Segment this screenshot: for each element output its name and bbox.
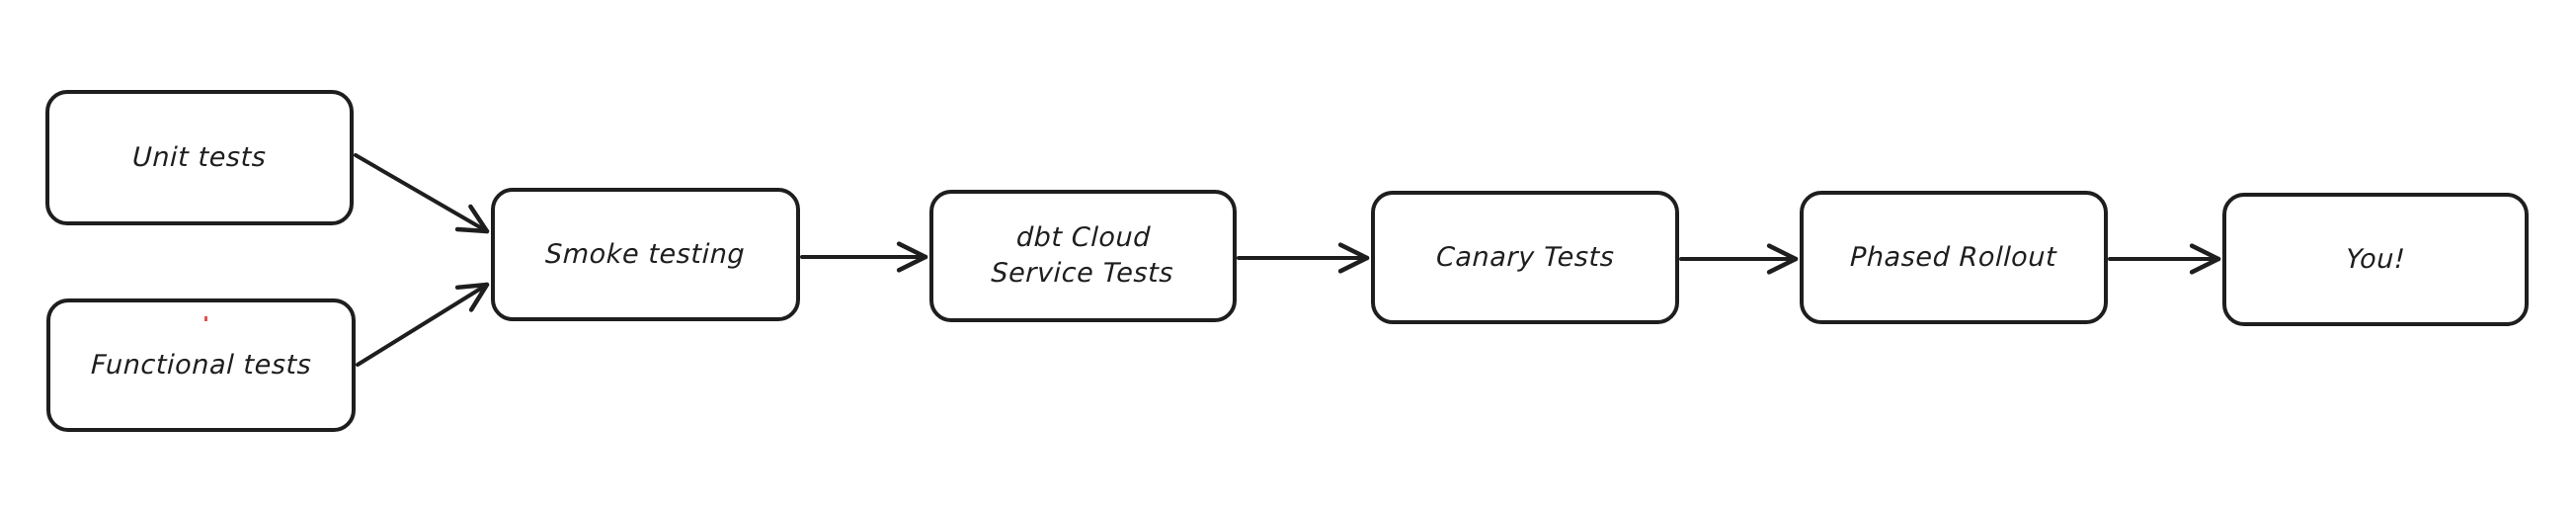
- node-label-phased-rollout: Phased Rollout: [1849, 241, 2058, 273]
- edge-canary-to-phased: [1679, 243, 1799, 275]
- node-canary-tests[interactable]: Canary Tests: [1371, 191, 1679, 324]
- arrowhead-stroke: [2189, 243, 2221, 262]
- node-label-dbt-cloud-service-tests: dbt Cloud Service Tests: [991, 222, 1174, 289]
- edge-dbt-to-canary: [1237, 242, 1370, 274]
- node-label-unit-tests: Unit tests: [131, 141, 268, 173]
- arrowhead-stroke: [468, 204, 490, 234]
- arrowhead-stroke: [454, 282, 490, 291]
- edge-phased-to-you: [2108, 243, 2221, 275]
- edge-unit-to-smoke: [354, 153, 490, 234]
- node-phased-rollout[interactable]: Phased Rollout: [1800, 191, 2108, 324]
- node-dbt-cloud-service-tests[interactable]: dbt Cloud Service Tests: [929, 190, 1237, 322]
- arrowhead-stroke: [896, 241, 928, 260]
- arrowhead-stroke: [1766, 256, 1799, 275]
- node-label-smoke-testing: Smoke testing: [544, 238, 747, 270]
- arrowhead-stroke: [1337, 242, 1370, 261]
- node-label-canary-tests: Canary Tests: [1435, 241, 1615, 273]
- arrowhead-stroke: [454, 226, 490, 234]
- arrowhead-stroke: [1766, 243, 1799, 262]
- node-unit-tests[interactable]: Unit tests: [45, 90, 354, 225]
- node-you[interactable]: You!: [2222, 193, 2529, 326]
- node-label-functional-tests: Functional tests: [90, 349, 312, 381]
- edge-functional-to-smoke: [356, 282, 490, 367]
- node-label-you: You!: [2345, 243, 2406, 275]
- arrowhead-stroke: [1337, 255, 1370, 274]
- edge-smoke-to-dbt: [800, 241, 928, 273]
- node-smoke-testing[interactable]: Smoke testing: [491, 188, 800, 321]
- node-functional-tests[interactable]: Functional tests: [46, 298, 356, 432]
- arrowhead-stroke: [896, 254, 928, 273]
- arrowhead-stroke: [2189, 256, 2221, 275]
- red-speck-mark: [204, 316, 207, 321]
- arrowhead-stroke: [468, 282, 490, 312]
